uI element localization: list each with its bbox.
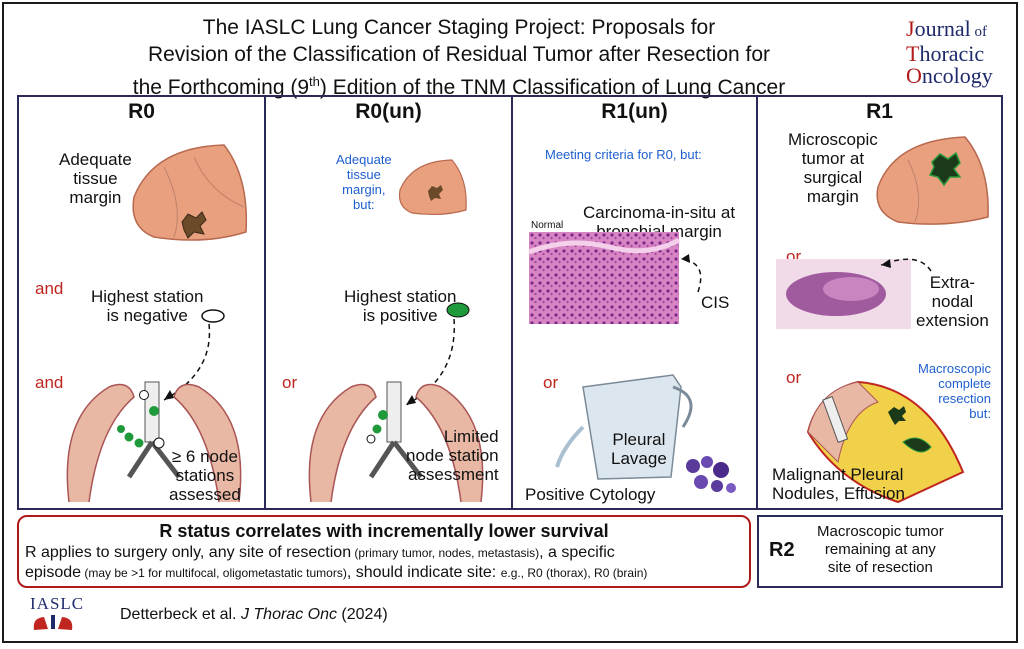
survival-summary-box: R status correlates with incrementally l… [17, 515, 751, 588]
and-label-2: and [35, 373, 64, 392]
negative-node-icon [201, 309, 225, 323]
journal-logo: Journal of Thoracic Oncology [906, 16, 993, 88]
lung-lobe-illustration [132, 144, 248, 241]
cis-label: CIS [701, 293, 730, 312]
title-line-2: Revision of the Classification of Residu… [147, 43, 771, 66]
dashed-arrow [163, 323, 211, 401]
title-line-1: The IASLC Lung Cancer Staging Project: P… [202, 16, 716, 39]
summary-line-1: R applies to surgery only, any site of r… [25, 544, 615, 561]
normal-label: Normal [531, 220, 564, 231]
extranodal-arrow [880, 258, 932, 272]
and-label-1: and [35, 279, 64, 298]
summary-line-2: episode (may be >1 for multifocal, oligo… [25, 564, 648, 581]
citation: Detterbeck et al. J Thorac Onc (2024) [120, 606, 388, 623]
positive-node-icon [446, 302, 470, 318]
lung-lobe-small [398, 159, 467, 216]
lung-lobe-margin-tumor [876, 136, 989, 225]
histology-cis-image [528, 232, 681, 324]
dashed-arrow [405, 318, 456, 406]
panel-heading-r1: R1 [866, 100, 893, 123]
iaslc-logo: IASLC [30, 594, 84, 637]
figure-title: The IASLC Lung Cancer Staging Project: P… [64, 14, 854, 101]
mediastinum-illustration [308, 381, 484, 503]
panel-heading-r0un: R0(un) [355, 100, 422, 123]
extranodal-histology-image [776, 259, 911, 329]
panel-r1un: R1(un) Meeting criteria for R0, but: Nor… [513, 97, 758, 508]
title-line-3: the Forthcoming (9th) Edition of the TNM… [132, 74, 786, 99]
lavage-jug-illustration [555, 374, 693, 480]
cytology-cells-image [686, 456, 736, 493]
cis-arrow [680, 254, 702, 293]
criteria-text: Meeting criteria for R0, but: [545, 147, 702, 162]
pleural-effusion-illustration [806, 380, 965, 504]
mediastinum-illustration [66, 381, 242, 503]
or-label: or [543, 373, 559, 392]
r2-label: R2 [769, 539, 795, 561]
or-label-2: or [786, 368, 802, 387]
summary-title: R status correlates with incrementally l… [159, 521, 609, 541]
panel-heading-r1un: R1(un) [601, 100, 668, 123]
panel-heading-r0: R0 [128, 100, 155, 123]
or-label: or [282, 373, 298, 392]
lungs-logo-icon [33, 615, 73, 630]
cytology-text: Positive Cytology [525, 485, 656, 504]
